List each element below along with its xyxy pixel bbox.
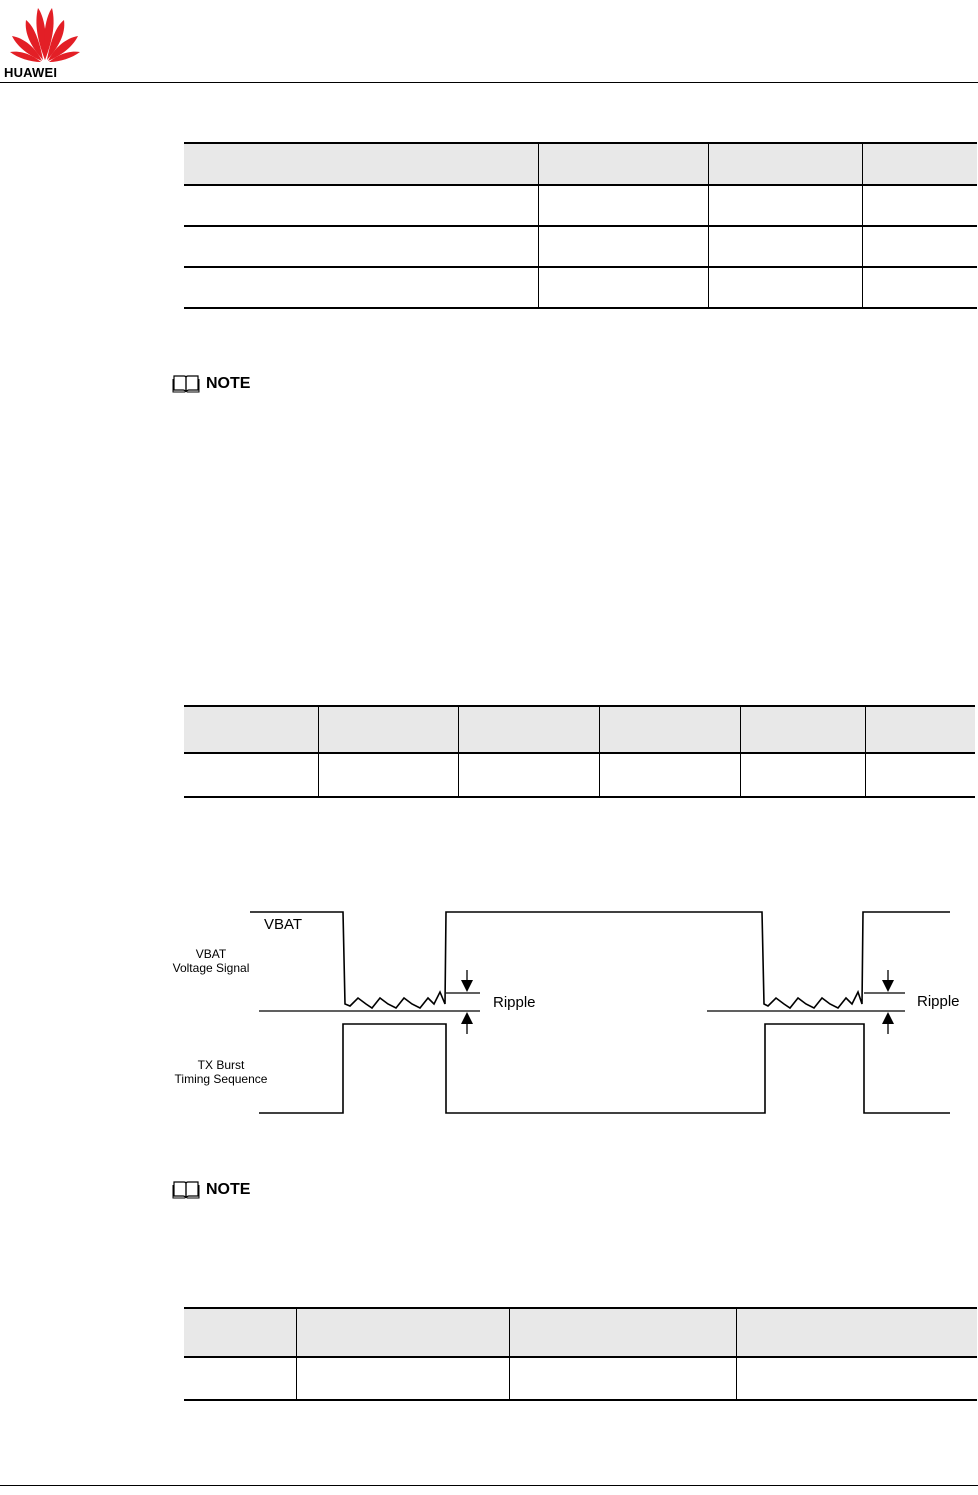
table-cell: [861, 185, 977, 227]
table-cell: [295, 1357, 510, 1401]
table-header-row: [184, 1307, 977, 1358]
table-1: [184, 142, 977, 309]
table-cell: [184, 753, 319, 798]
footer-divider: [0, 1485, 978, 1486]
table-header-cell: [739, 705, 866, 754]
table-cell: [707, 226, 863, 268]
table-header-cell: [864, 705, 975, 754]
brand-name: HUAWEI: [4, 65, 58, 80]
table-cell: [184, 185, 539, 227]
table-2: [184, 705, 975, 798]
table-header-cell: [317, 705, 459, 754]
table-cell: [707, 185, 863, 227]
table-row: [184, 753, 975, 798]
table-cell: [861, 226, 977, 268]
table-header-cell: [184, 1307, 297, 1358]
vbat-signal-label: Voltage Signal: [173, 961, 250, 975]
table-header-cell: [598, 705, 741, 754]
tx-burst-label: Timing Sequence: [175, 1072, 268, 1086]
table-cell: [735, 1357, 977, 1401]
table-row: [184, 1357, 977, 1401]
ripple-label-right: Ripple: [917, 993, 960, 1010]
table-cell: [457, 753, 600, 798]
table-header-cell: [861, 142, 977, 186]
table-header-cell: [184, 142, 539, 186]
table-cell: [317, 753, 459, 798]
table-cell: [861, 267, 977, 309]
table-header-cell: [735, 1307, 977, 1358]
note-label: NOTE: [206, 1181, 251, 1198]
note-1: NOTE: [172, 373, 250, 395]
tx-burst-waveform: [259, 1023, 950, 1114]
vbat-ripple-figure: VBAT VBAT Voltage Signal TX Burst Timing…: [173, 911, 960, 1114]
table-cell: [537, 185, 709, 227]
table-cell: [707, 267, 863, 309]
table-cell: [537, 226, 709, 268]
table-header-cell: [295, 1307, 510, 1358]
table-header-row: [184, 705, 975, 754]
table-row: [184, 185, 977, 227]
header-divider: [0, 82, 978, 83]
table-header-cell: [537, 142, 709, 186]
table-header-cell: [707, 142, 863, 186]
table-cell: [508, 1357, 737, 1401]
table-cell: [598, 753, 741, 798]
tx-burst-label: TX Burst: [198, 1058, 245, 1072]
note-2: NOTE: [172, 1179, 250, 1201]
table-cell: [184, 1357, 297, 1401]
table-header-cell: [184, 705, 319, 754]
book-icon: [172, 1181, 200, 1199]
table-cell: [537, 267, 709, 309]
huawei-logo-icon: [10, 8, 80, 62]
table-3: [184, 1307, 977, 1401]
table-cell: [864, 753, 975, 798]
ripple-label-left: Ripple: [493, 994, 536, 1011]
table-cell: [184, 226, 539, 268]
table-header-cell: [508, 1307, 737, 1358]
ripple-arrow-right-icon: [882, 970, 894, 1034]
vbat-signal-label: VBAT: [196, 947, 227, 961]
book-icon: [172, 375, 200, 393]
vbat-waveform: [250, 911, 950, 1010]
ripple-arrow-left-icon: [461, 970, 473, 1034]
table-header-row: [184, 142, 977, 186]
table-cell: [184, 267, 539, 309]
table-cell: [739, 753, 866, 798]
vbat-label: VBAT: [264, 916, 302, 933]
table-header-cell: [457, 705, 600, 754]
table-row: [184, 226, 977, 268]
note-label: NOTE: [206, 375, 251, 392]
table-row: [184, 267, 977, 309]
